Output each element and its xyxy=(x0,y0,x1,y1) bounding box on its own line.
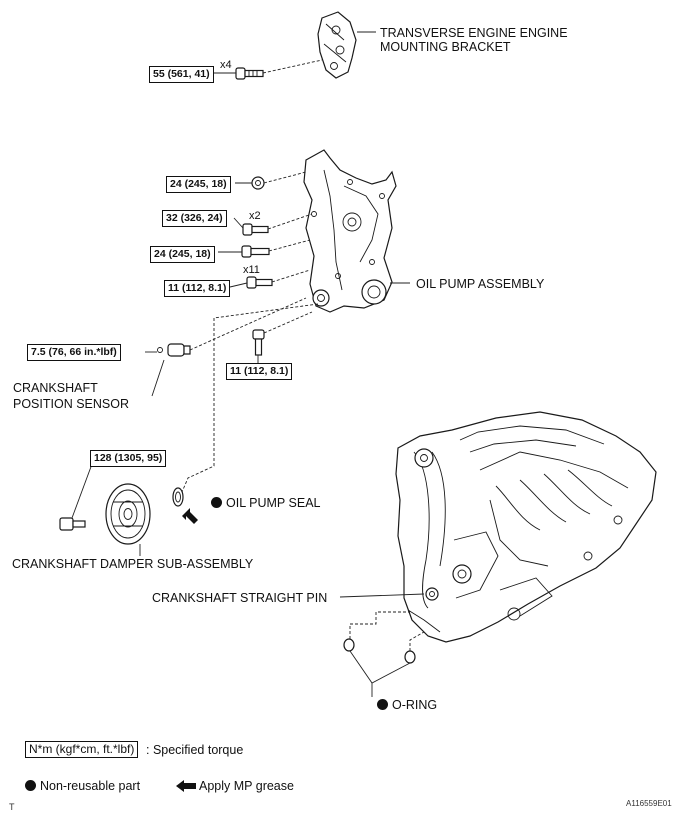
oil-pump-seal-text: OIL PUMP SEAL xyxy=(226,496,321,510)
bracket-label-line2: MOUNTING BRACKET xyxy=(380,40,511,54)
straight-pin-label: CRANKSHAFT STRAIGHT PIN xyxy=(152,591,328,605)
non-reusable-dot xyxy=(25,780,36,791)
crankshaft-position-sensor xyxy=(157,343,191,357)
qty-bracket-bolt: x4 xyxy=(220,59,232,71)
oil-pump-assembly xyxy=(303,149,397,313)
qty-cover-bolt-x2: x2 xyxy=(249,210,261,222)
o-ring-right xyxy=(404,650,416,664)
legend-grease-arrow xyxy=(176,780,196,792)
torque-cover-bolts-x11: 11 (112, 8.1) xyxy=(164,280,231,297)
non-reusable-dot xyxy=(211,497,222,508)
o-ring-left xyxy=(343,638,355,652)
legend-torque-units: N*m (kgf*cm, ft.*lbf) xyxy=(25,741,139,758)
damper-label: CRANKSHAFT DAMPER SUB-ASSEMBLY xyxy=(12,557,254,571)
o-ring-label: O-RING xyxy=(377,698,437,712)
qty-cover-bolts-x11: x11 xyxy=(243,264,260,276)
pump-bolt xyxy=(252,329,265,356)
legend-non-reusable-text: Non-reusable part xyxy=(40,779,141,793)
oil-pump-assembly-label: OIL PUMP ASSEMBLY xyxy=(416,277,545,291)
bracket-label-line1: TRANSVERSE ENGINE ENGINE xyxy=(380,26,568,40)
ckp-sensor-label-line2: POSITION SENSOR xyxy=(13,397,129,411)
torque-cover-bolt-24: 24 (245, 18) xyxy=(150,246,215,263)
legend-non-reusable: Non-reusable part xyxy=(25,779,140,793)
torque-sensor-bolt: 7.5 (76, 66 in.*lbf) xyxy=(27,344,121,361)
bracket-bolt xyxy=(235,67,264,80)
damper-bolt xyxy=(59,517,86,531)
torque-cover-bolt-x2: 32 (326, 24) xyxy=(162,210,227,227)
cover-stud xyxy=(251,176,265,190)
non-reusable-dot xyxy=(377,699,388,710)
mounting-bracket xyxy=(317,11,357,79)
figure-id: A116559E01 xyxy=(626,799,672,808)
cover-bolt-24 xyxy=(241,245,270,258)
legend-mp-grease: Apply MP grease xyxy=(199,779,294,793)
o-ring-text: O-RING xyxy=(392,698,438,712)
cover-bolts-x11 xyxy=(246,276,273,289)
oil-pump-seal-label: OIL PUMP SEAL xyxy=(211,496,320,510)
torque-damper-bolt: 128 (1305, 95) xyxy=(90,450,167,467)
torque-pump-bolt: 11 (112, 8.1) xyxy=(226,363,293,380)
mp-grease-arrow xyxy=(182,508,198,524)
oil-pump-seal xyxy=(172,487,184,507)
legend-torque-desc: : Specified torque xyxy=(146,743,244,757)
crankshaft-damper xyxy=(105,483,151,545)
ckp-sensor-label-line1: CRANKSHAFT xyxy=(13,381,98,395)
torque-bracket-bolt: 55 (561, 41) xyxy=(149,66,214,83)
engine-block xyxy=(395,411,657,643)
footer-left-mark: T xyxy=(9,802,15,812)
cover-bolt-x2 xyxy=(242,223,269,236)
torque-cover-stud: 24 (245, 18) xyxy=(166,176,231,193)
